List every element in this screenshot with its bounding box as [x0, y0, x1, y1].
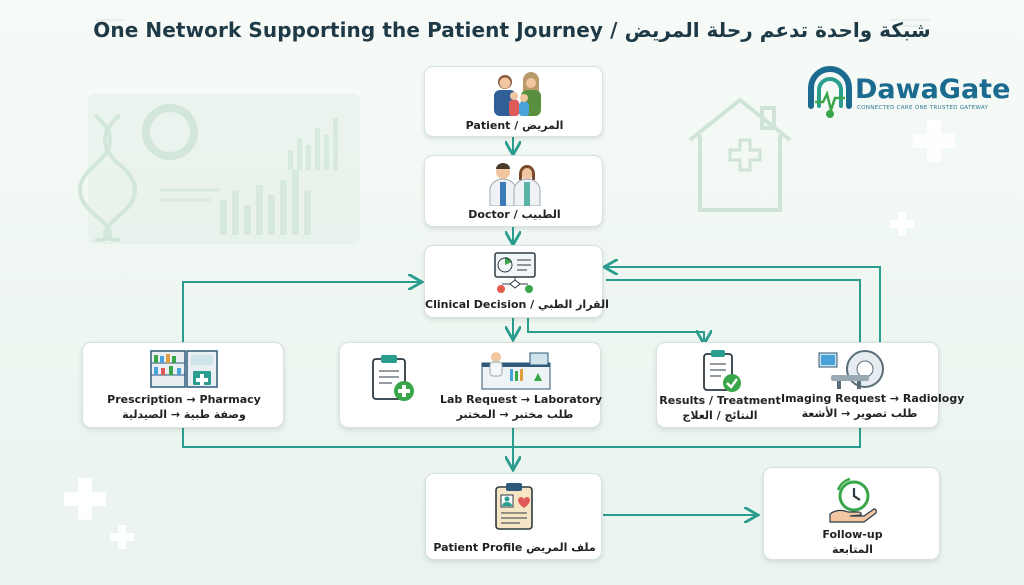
lab-label-en: Lab Request → Laboratory: [440, 393, 603, 406]
brand-name: DawaGate: [855, 74, 1011, 105]
profile-clipboard-icon: [495, 483, 533, 530]
patient-card[interactable]: Patient / المريض: [424, 66, 603, 137]
lab-card[interactable]: Lab Request → Laboratory طلب مختبر → الم…: [339, 342, 603, 428]
pharmacy-shelf-icon: [150, 350, 218, 388]
results-label-ar: النتائج / العلاج: [682, 409, 758, 422]
clinical-decision-card[interactable]: Clinical Decision / القرار الطبي: [424, 245, 609, 318]
decision-flowchart-icon: [494, 252, 536, 293]
patient-profile-card[interactable]: Patient Profile ملف المريض: [425, 473, 602, 560]
imaging-label-en: Imaging Request → Radiology: [781, 392, 965, 405]
page-title: One Network Supporting the Patient Journ…: [93, 18, 931, 42]
prescription-label-en: Prescription → Pharmacy: [107, 393, 261, 406]
dawagate-logo-icon: [808, 66, 852, 118]
lab-icon: [481, 352, 551, 390]
follow-up-label-en: Follow-up: [822, 528, 883, 541]
follow-up-card[interactable]: Follow-up المتابعة: [763, 467, 940, 560]
patient-profile-label: Patient Profile ملف المريض: [433, 541, 596, 554]
clipboard-plus-icon: [372, 355, 414, 401]
prescription-card[interactable]: Prescription → Pharmacy وصفة طبية → الصي…: [82, 342, 284, 428]
patient-label: Patient / المريض: [465, 119, 564, 132]
doctor-label: Doctor / الطبيب: [468, 208, 561, 221]
prescription-label-ar: وصفة طبية → الصيدلية: [122, 408, 246, 421]
mri-scanner-icon: [818, 350, 884, 389]
brand-tagline: CONNECTED CARE ONE TRUSTED GATEWAY: [857, 105, 989, 111]
clinical-decision-label: Clinical Decision / القرار الطبي: [425, 298, 609, 311]
family-icon: [494, 72, 541, 116]
follow-up-label-ar: المتابعة: [832, 543, 873, 556]
imaging-label-ar: طلب تصوير → الأشعة: [801, 407, 918, 420]
lab-label-ar: طلب مختبر → المختبر: [456, 408, 574, 421]
doctors-icon: [489, 163, 541, 206]
doctor-card[interactable]: Doctor / الطبيب: [424, 155, 603, 227]
clock-hand-icon: [829, 477, 877, 523]
results-imaging-card[interactable]: Results / Treatment النتائج / العلاج Ima…: [656, 342, 965, 428]
clipboard-check-icon: [703, 350, 741, 392]
results-label-en: Results / Treatment: [659, 394, 781, 407]
